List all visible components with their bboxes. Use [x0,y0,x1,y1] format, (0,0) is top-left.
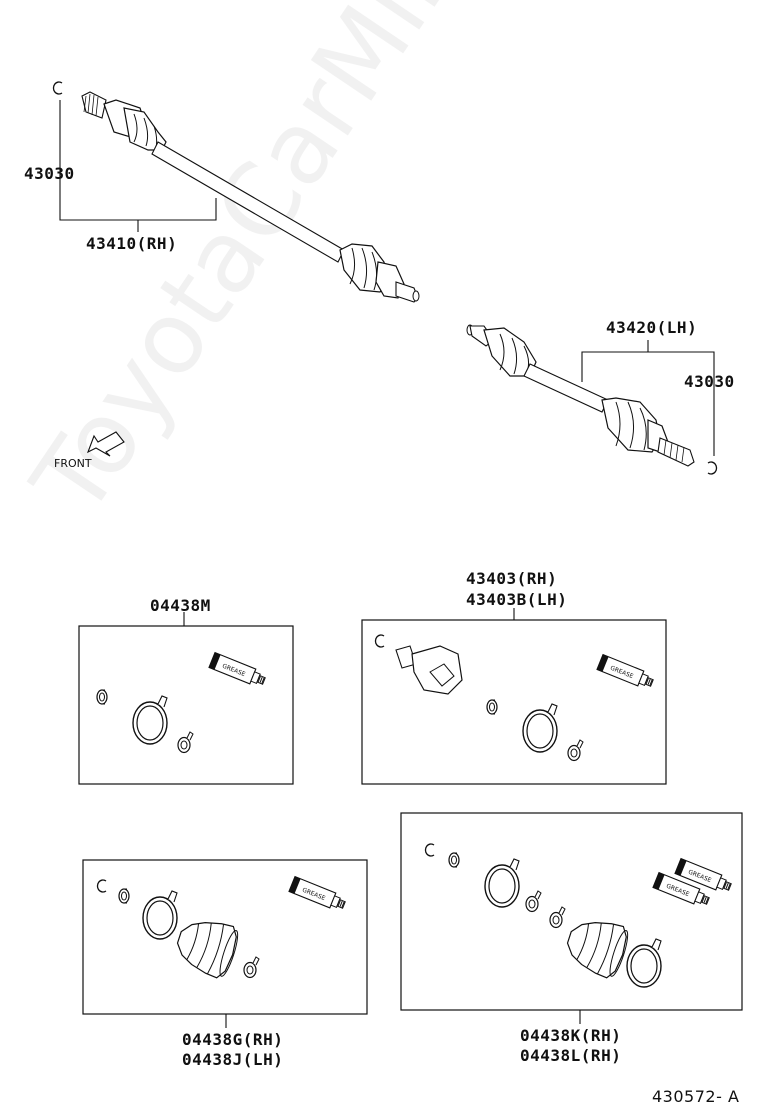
diagram-reference: 430572- A [652,1087,740,1106]
drive-shaft-rh [52,81,420,303]
label-04438K-rh: 04438K(RH) [520,1026,622,1045]
label-43030-right: 43030 [684,372,735,391]
label-04438L-rh: 04438L(RH) [520,1046,622,1065]
kit-box-04438K [400,812,743,1024]
drive-shaft-lh [466,324,718,475]
kit-box-43403 [361,608,667,785]
label-04438G-rh: 04438G(RH) [182,1030,284,1049]
front-arrow-icon [86,431,125,457]
label-04438J-lh: 04438J(LH) [182,1050,284,1069]
label-04438M: 04438M [150,596,211,615]
label-43420-lh: 43420(LH) [606,318,698,337]
kit-box-04438M [78,612,294,785]
kit-box-04438G [82,859,368,1028]
front-label: FRONT [54,457,92,470]
label-43030-top: 43030 [24,164,75,183]
label-43403B-lh: 43403B(LH) [466,590,568,609]
label-43410-rh: 43410(RH) [86,234,178,253]
label-43403-rh: 43403(RH) [466,569,558,588]
